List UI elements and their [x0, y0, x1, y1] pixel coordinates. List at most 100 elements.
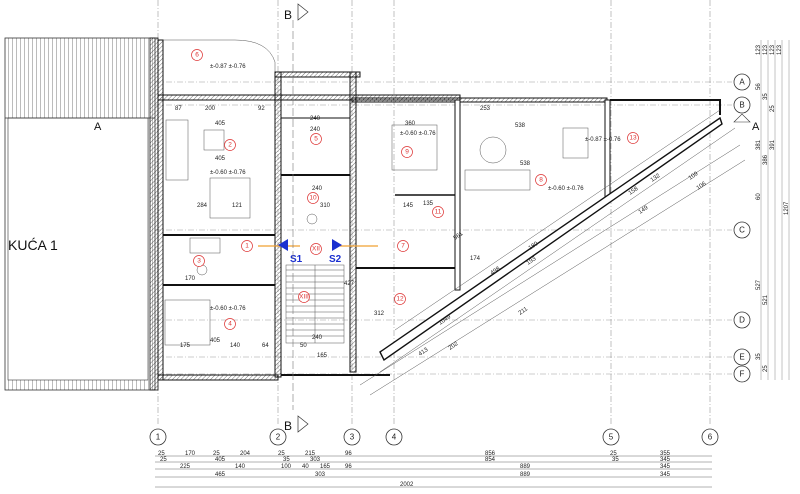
dimension-label: 200 [205, 106, 216, 112]
dimension-label: 856 [485, 451, 496, 457]
room-number: 1 [245, 243, 249, 250]
dimension-label: 158 [628, 186, 640, 197]
dimension-label: 303 [315, 472, 326, 478]
grid-column-bubble [385, 428, 403, 446]
dimension-label: 35 [756, 353, 762, 360]
elevation-room13: ±-0.87 ±-0.76 [585, 137, 621, 143]
dimension-label: 50 [300, 343, 307, 349]
room-number: 11 [435, 209, 442, 216]
grid-row-bubble [733, 73, 751, 91]
dimension-label: 386 [763, 154, 769, 165]
grid-row-label: B [739, 101, 744, 110]
dimension-label: 284 [197, 203, 208, 209]
dimension-label: 240 [312, 335, 323, 341]
grid-column-bubble [149, 428, 167, 446]
dimension-label: 889 [520, 472, 531, 478]
dimension-label: 211 [518, 306, 530, 317]
dimension-label: 345 [660, 472, 671, 478]
dimension-label: 240 [312, 186, 323, 192]
dimension-label: 215 [305, 451, 316, 457]
dimension-label: 132 [650, 173, 662, 184]
elevation-room2: ±-0.60 ±-0.76 [210, 170, 246, 176]
room-marker [310, 133, 322, 145]
room-number: 3 [197, 258, 201, 265]
room-marker [241, 240, 253, 252]
room-marker [298, 291, 310, 303]
dimension-label: 40 [302, 464, 309, 470]
dimension-label: 35 [763, 93, 769, 100]
grid-column-label: 5 [609, 433, 614, 442]
dimension-label: 225 [180, 464, 191, 470]
grid-row-bubble [733, 96, 751, 114]
room-number: 13 [629, 135, 637, 142]
dimension-label: 180 [528, 241, 540, 252]
dimension-label: 381 [756, 139, 762, 150]
dimension-label: 405 [215, 121, 226, 127]
grid-column-label: 1 [156, 433, 161, 442]
section-a-right-marker-icon [733, 113, 751, 123]
dimension-label: 204 [240, 451, 251, 457]
dimension-label: 391 [770, 139, 776, 150]
dimension-label: 240 [310, 116, 321, 122]
room-marker [394, 293, 406, 305]
elevation-room4: ±-0.60 ±-0.76 [210, 306, 246, 312]
room-marker [535, 174, 547, 186]
dimension-label: 854 [485, 457, 496, 463]
grid-column-bubble [701, 428, 719, 446]
dimension-label: 521 [763, 294, 769, 305]
room-marker [401, 146, 413, 158]
dimension-label: 92 [258, 106, 265, 112]
building-walls [157, 39, 746, 396]
grid-lines [155, 0, 732, 425]
dimension-label: 174 [470, 256, 481, 262]
dimension-label: 527 [756, 279, 762, 290]
room-marker [224, 139, 236, 151]
dimension-label: 413 [418, 347, 430, 358]
grid-column-bubble [343, 428, 361, 446]
dimension-label: 538 [520, 161, 531, 167]
room-number: 10 [309, 195, 317, 202]
room-marker [307, 192, 319, 204]
section-a-left-label: A [94, 121, 102, 133]
room-marker [193, 255, 205, 267]
section-s1-arrow-icon [278, 239, 288, 251]
grid-row-bubble [733, 365, 751, 383]
dimension-label: 561 [453, 231, 465, 242]
grid-row-label: F [740, 370, 745, 379]
dimension-label: 87 [175, 106, 182, 112]
grid-row-bubble [733, 348, 751, 366]
room-number: 8 [539, 177, 543, 184]
dimension-label: 25 [610, 451, 617, 457]
grid-row-label: A [739, 78, 745, 87]
dimension-label: 25 [213, 451, 220, 457]
grid-row-bubble [733, 311, 751, 329]
room-marker [191, 49, 203, 61]
section-a-right-label: A [752, 121, 760, 133]
dimension-label: 145 [403, 203, 414, 209]
room-number: 12 [396, 296, 404, 303]
dimension-label: 465 [215, 472, 226, 478]
dimension-label: 345 [660, 464, 671, 470]
grid-column-label: 4 [392, 433, 397, 442]
dimension-label: 64 [262, 343, 269, 349]
dimension-label: 123 [770, 44, 776, 55]
dimension-label: 165 [320, 464, 331, 470]
dimension-label: 2002 [400, 482, 414, 488]
dimension-label: 96 [345, 464, 352, 470]
dimension-label: 345 [660, 457, 671, 463]
dimension-label: 106 [696, 181, 708, 192]
dimension-label: 405 [215, 457, 226, 463]
room-number: 5 [314, 136, 318, 143]
room-marker [224, 318, 236, 330]
dimension-label: 889 [520, 464, 531, 470]
grid-row-bubble [733, 221, 751, 239]
grid-row-label: C [739, 226, 745, 235]
room-number: 2 [228, 142, 232, 149]
section-b-top-label: B [284, 8, 292, 22]
dimension-label: 25 [763, 365, 769, 372]
grid-row-label: D [739, 316, 745, 325]
dimension-label: 123 [777, 44, 783, 55]
dimension-label: 427 [344, 281, 355, 287]
section-s2-label: S2 [329, 254, 342, 265]
